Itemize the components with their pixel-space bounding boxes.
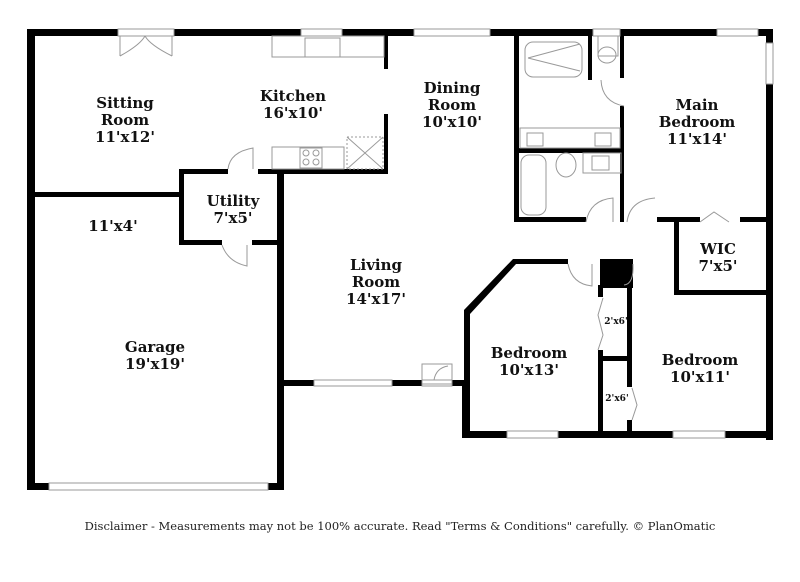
closet-label-1: 2'x6' — [604, 317, 628, 327]
closet-label-2: 2'x6' — [605, 394, 629, 404]
disclaimer-text: Disclaimer - Measurements may not be 100… — [84, 519, 716, 533]
room-label-storage: 11'x4' — [88, 217, 138, 235]
